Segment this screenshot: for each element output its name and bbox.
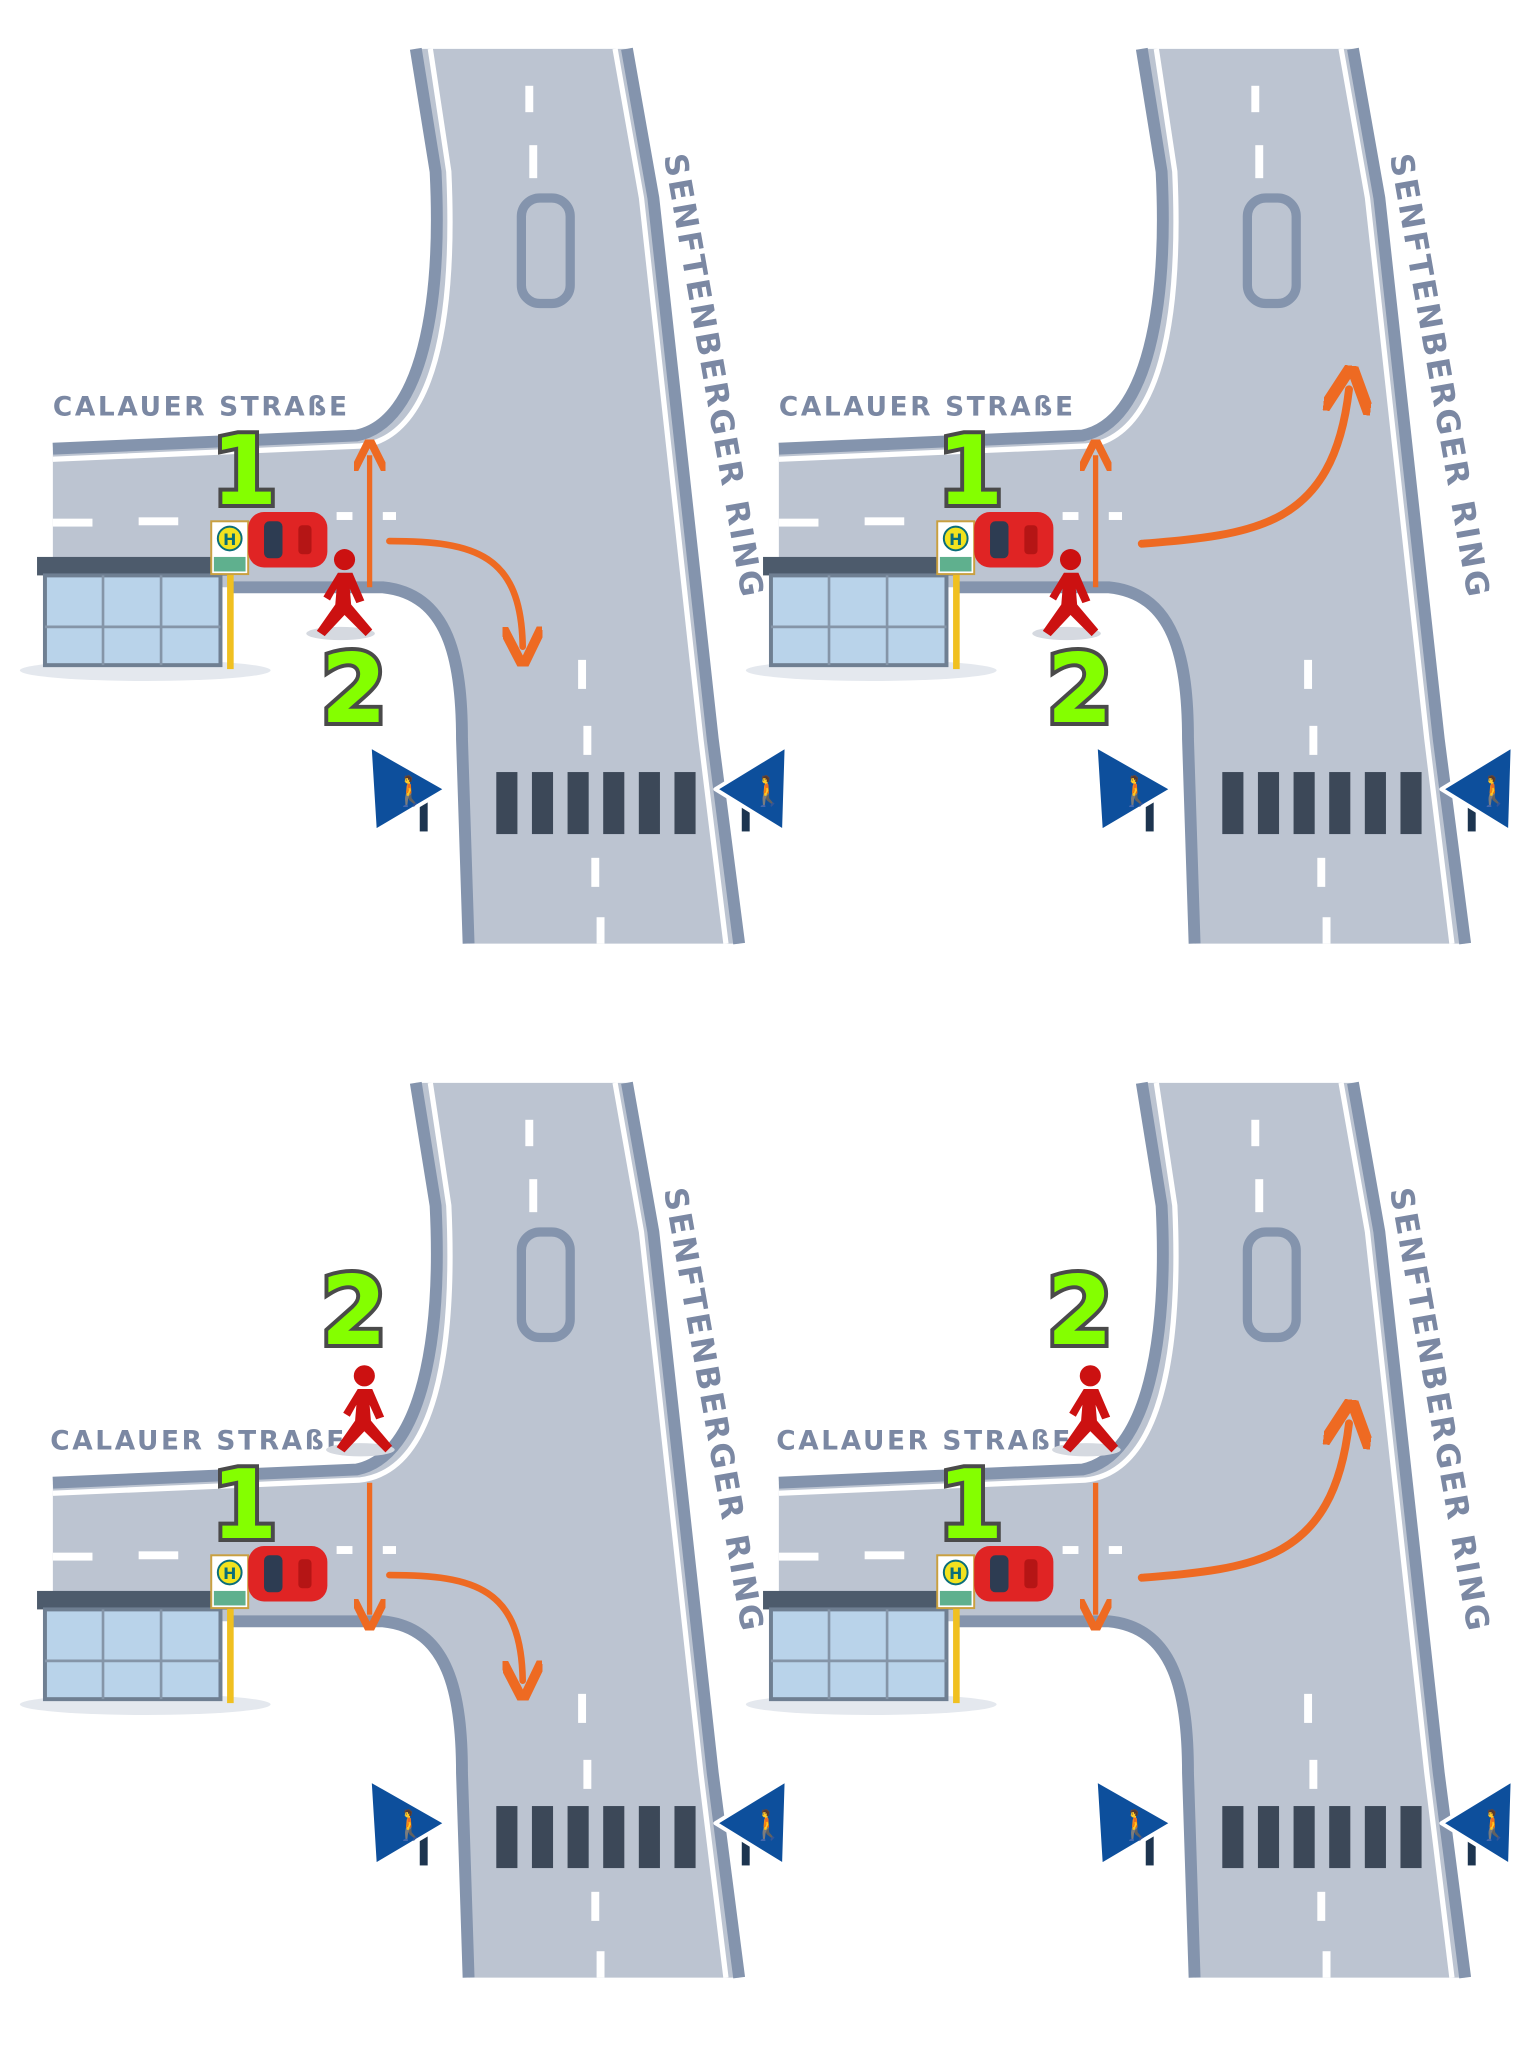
bus-shelter [19,1590,271,1715]
median-island [1242,193,1301,309]
bus-stop-sign: H [210,520,250,670]
lane-markings [778,1119,1331,1978]
label-2: 2 [1047,1257,1113,1367]
car [974,512,1054,568]
bus-stop-h-label: H [223,530,236,549]
car-turn-right-arrow [386,1571,522,1681]
label-2: 2 [321,635,387,745]
pedestrian-crossing-sign-left: 🚶 [1093,743,1175,834]
lane-markings [52,1119,605,1978]
street-name-calauer: CALAUER STRAßE [53,393,350,423]
bus-stop-h-label: H [949,1564,962,1583]
crosswalk [1222,772,1422,835]
street-name-calauer: CALAUER STRAßE [779,393,1076,423]
label-1: 1 [211,417,277,527]
pedestrian-icon: 🚶 [392,774,428,808]
bus-stop-sign: H [936,1554,976,1704]
car [248,512,328,568]
pedestrian-icon: 🚶 [750,1808,786,1842]
label-1: 1 [211,1451,277,1561]
lane-markings [52,85,605,944]
panel-bottom-left: 🚶 🚶 H CALAUER STRAßE SENFTENBERGER RING … [0,1034,792,2048]
pedestrian-crossing-sign-right: 🚶 [713,1777,789,1868]
pedestrian-icon: 🚶 [1118,1808,1154,1842]
label-2: 2 [1047,635,1113,745]
pedestrian-crossing-sign-left: 🚶 [1093,1777,1175,1868]
crosswalk [496,772,696,835]
pedestrian-icon: 🚶 [1118,774,1154,808]
pedestrian [306,549,375,641]
street-name-calauer: CALAUER STRAßE [776,1427,1073,1457]
pedestrian [1032,549,1101,641]
label-2: 2 [321,1257,387,1367]
pedestrian-crossing-sign-left: 🚶 [367,743,449,834]
bus-shelter [745,556,997,681]
car [248,1546,328,1602]
bus-stop-h-label: H [223,1564,236,1583]
pedestrian-icon: 🚶 [1476,1808,1512,1842]
bus-shelter [19,556,271,681]
median-island [1242,1227,1301,1343]
pedestrian-icon: 🚶 [750,774,786,808]
bus-stop-h-label: H [949,530,962,549]
panel-bottom-right: 🚶 🚶 H CALAUER STRAßE SENFTENBERGER RING … [726,1034,1518,2048]
pedestrian-crossing-sign-right: 🚶 [713,743,789,834]
pedestrian-icon: 🚶 [1476,774,1512,808]
label-1: 1 [937,1451,1003,1561]
crosswalk [1222,1806,1422,1869]
median-island [516,1227,575,1343]
pedestrian [326,1365,395,1457]
median-island [516,193,575,309]
car-turn-left-arrow [1137,1423,1349,1582]
street-name-calauer: CALAUER STRAßE [50,1427,347,1457]
pedestrian-icon: 🚶 [392,1808,428,1842]
pedestrian-crossing-sign-right: 🚶 [1439,1777,1515,1868]
crosswalk [496,1806,696,1869]
car-turn-right-arrow [386,537,522,647]
bus-shelter [745,1590,997,1715]
panel-top-left: 🚶 🚶 H CALAUER STRAßE SENFTENBERGER RING … [0,0,792,1036]
label-1: 1 [937,417,1003,527]
panel-top-right: 🚶 🚶 H CALAUER STRAßE SENFTENBERGER RING … [726,0,1518,1036]
pedestrian-crossing-sign-right: 🚶 [1439,743,1515,834]
bus-stop-sign: H [210,1554,250,1704]
lane-markings [778,85,1331,944]
pedestrian-crossing-sign-left: 🚶 [367,1777,449,1868]
pedestrian [1052,1365,1121,1457]
car-turn-left-arrow [1137,389,1349,548]
car [974,1546,1054,1602]
